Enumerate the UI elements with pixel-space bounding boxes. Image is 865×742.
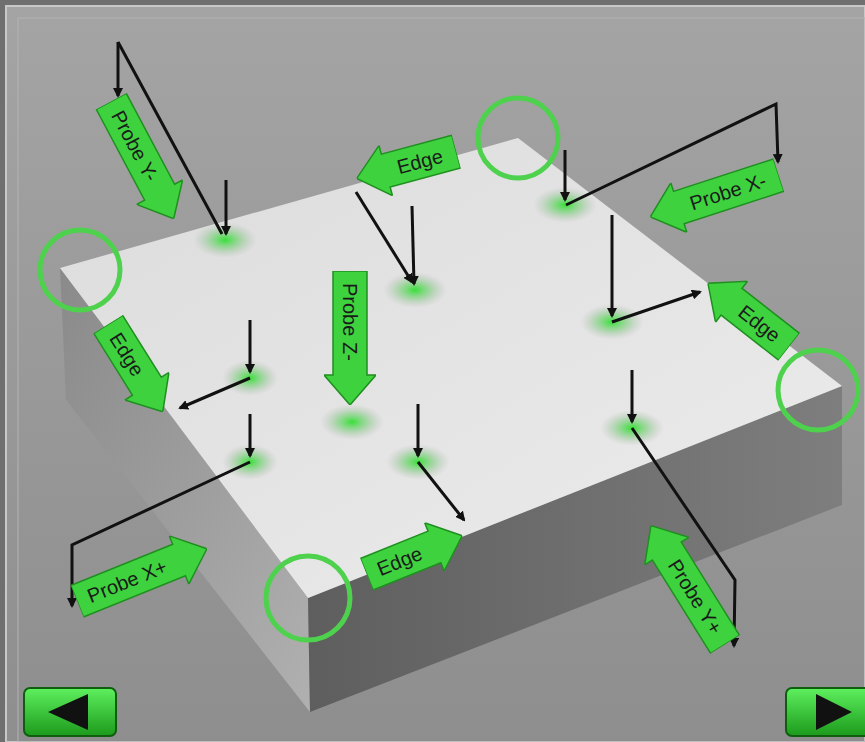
arrow-fill [357, 512, 472, 599]
arrow-fill [324, 271, 376, 405]
arrow-fill [691, 263, 804, 367]
arrow-fill [642, 150, 786, 241]
arrow-fill [350, 127, 463, 204]
probe-arrow: Probe Z- [324, 271, 376, 405]
arrow-fill [67, 525, 216, 626]
arrow-label: Probe Z- [338, 283, 362, 361]
arrow-fill [629, 512, 747, 658]
arrow-fill [88, 89, 196, 231]
arrow-fill [86, 311, 185, 426]
